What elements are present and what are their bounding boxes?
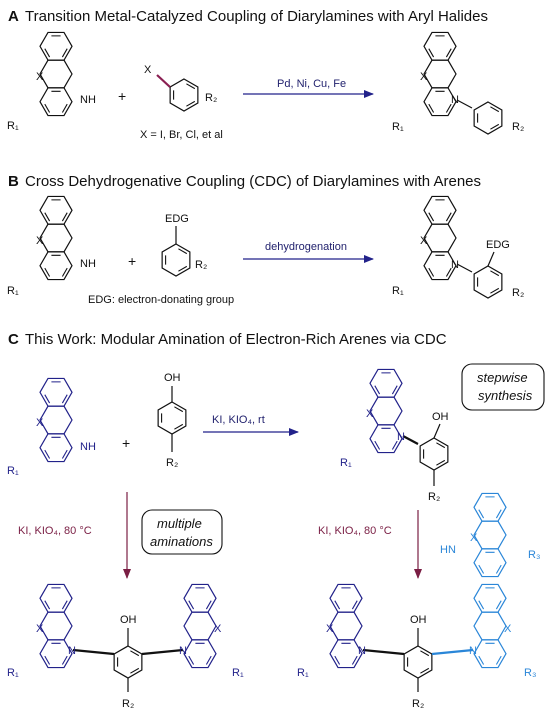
panel-c-unsymmetric-product [330, 584, 506, 692]
panel-a-product [424, 32, 503, 135]
sym-product-n-right: N [179, 645, 187, 657]
sym-product-r1-left: R₁ [7, 667, 19, 679]
panel-a-diarylamine [40, 32, 72, 115]
panel-c-right-conditions: KI, KIO₄, 80 °C [318, 525, 392, 537]
sym-product-x-left: X [36, 623, 44, 635]
panel-c-title: This Work: Modular Amination of Electron… [25, 331, 447, 348]
stepwise-synthesis-box [461, 363, 545, 411]
panel-a-product-x: X [420, 71, 428, 83]
panel-b-product-x: X [420, 235, 428, 247]
panel-a-product-r1: R₁ [392, 121, 404, 133]
panel-c-second-hn: HN [440, 544, 456, 556]
panel-c-intermediate-oh: OH [432, 411, 449, 423]
panel-c-top-conditions: KI, KIO₄, rt [212, 414, 265, 426]
multiple-box-line-1: multiple [157, 516, 202, 531]
sym-product-x-right: X [214, 623, 222, 635]
panel-a-plus: + [118, 88, 126, 104]
panel-b-conditions: dehydrogenation [265, 241, 347, 253]
panel-c-intermediate [370, 369, 449, 486]
panel-c-intermediate-n: N [397, 431, 405, 443]
unsym-product-r3: R₃ [524, 667, 536, 679]
stepwise-box-line-2: synthesis [478, 388, 533, 403]
panel-c-symmetric-product [40, 584, 216, 692]
unsym-product-oh: OH [410, 614, 427, 626]
unsym-product-x-left: X [326, 623, 334, 635]
unsym-product-r2: R₂ [412, 698, 424, 710]
panel-b-product-n: N [451, 259, 459, 271]
panel-b-edg-label: EDG [165, 213, 189, 225]
panel-c-intermediate-x: X [366, 408, 374, 420]
sym-product-n-left: N [68, 645, 76, 657]
panel-a-product-n: N [451, 94, 459, 106]
sym-product-oh: OH [120, 614, 137, 626]
panel-b-diarylamine [40, 196, 72, 279]
panel-c-r1-label: R₁ [7, 465, 19, 477]
sym-product-r2: R₂ [122, 698, 134, 710]
panel-b-plus: + [128, 253, 136, 269]
panel-c-phenol [157, 386, 187, 452]
panel-b-nh-label: NH [80, 258, 96, 270]
panel-b-title: Cross Dehydrogenative Coupling (CDC) of … [25, 173, 481, 190]
panel-b-product-r2: R₂ [512, 287, 524, 299]
panel-b-letter: B [8, 173, 19, 190]
panel-a-title: Transition Metal-Catalyzed Coupling of D… [25, 8, 488, 25]
panel-c-phenol-oh: OH [164, 372, 181, 384]
panel-a-r1-label: R₁ [7, 120, 19, 132]
panel-b-note: EDG: electron-donating group [88, 294, 234, 306]
panel-a-note: X = I, Br, Cl, et al [140, 129, 223, 141]
panel-b-r1-label: R₁ [7, 285, 19, 297]
unsym-product-n-right: N [469, 645, 477, 657]
panel-a-x-label: X [36, 71, 44, 83]
panel-a-aryl-halide [156, 74, 199, 112]
stepwise-box-line-1: stepwise [477, 370, 528, 385]
panel-b-product-r1: R₁ [392, 285, 404, 297]
multiple-aminations-box [141, 509, 223, 555]
panel-c-phenol-r2: R₂ [166, 457, 178, 469]
panel-a-nh-label: NH [80, 94, 96, 106]
panel-b-product-edg: EDG [486, 239, 510, 251]
panel-a-r2-label: R₂ [205, 92, 217, 104]
panel-a-letter: A [8, 8, 19, 25]
multiple-box-line-2: aminations [150, 534, 213, 549]
panel-a-product-r2: R₂ [512, 121, 524, 133]
panel-b-r2-label: R₂ [195, 259, 207, 271]
panel-c-plus: + [122, 435, 130, 451]
unsym-product-r1: R₁ [297, 667, 309, 679]
panel-a-conditions: Pd, Ni, Cu, Fe [277, 78, 346, 90]
panel-c-intermediate-r2: R₂ [428, 491, 440, 503]
panel-c-second-x: X [470, 532, 478, 544]
panel-c-intermediate-r1: R₁ [340, 457, 352, 469]
panel-c-letter: C [8, 331, 19, 348]
panel-b-product [424, 196, 503, 299]
panel-c-nh-label: NH [80, 441, 96, 453]
panel-c-second-diarylamine [474, 493, 506, 576]
panel-c-left-conditions: KI, KIO₄, 80 °C [18, 525, 92, 537]
sym-product-r1-right: R₁ [232, 667, 244, 679]
panel-b-arene [161, 226, 191, 277]
panel-a-halide-x: X [144, 64, 152, 76]
panel-b-x-label: X [36, 235, 44, 247]
unsym-product-n-left: N [358, 645, 366, 657]
panel-c-second-r3: R₃ [528, 549, 540, 561]
panel-c-diarylamine [40, 378, 72, 461]
panel-c-x-label: X [36, 417, 44, 429]
unsym-product-x-right: X [504, 623, 512, 635]
